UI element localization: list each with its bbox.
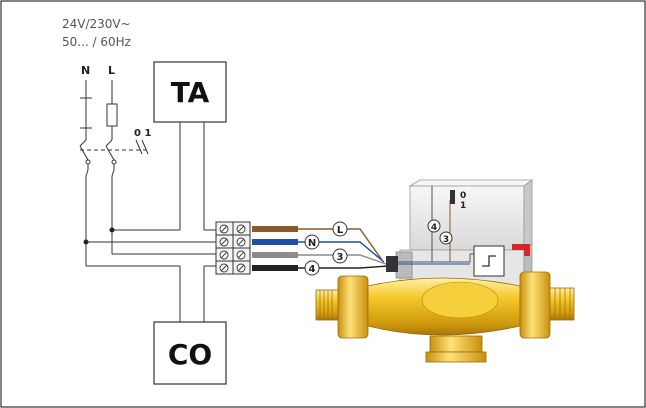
- neutral-supply-line: [79, 80, 181, 322]
- terminal-block: [215, 221, 251, 275]
- svg-text:N: N: [308, 238, 316, 249]
- supply-frequency: 50... / 60Hz: [62, 35, 131, 49]
- svg-text:3: 3: [443, 235, 449, 245]
- wire-line: [252, 226, 383, 261]
- boiler-label: CO: [168, 338, 212, 371]
- wire-tag-neutral: N: [304, 234, 320, 250]
- valve-body: [315, 271, 575, 363]
- wire-tag-line: L: [332, 221, 348, 237]
- line-supply-line: [105, 80, 118, 230]
- actuator-switch-on: 1: [460, 201, 466, 211]
- actuator-tag-4: 4: [427, 219, 441, 233]
- wire-3: [252, 252, 387, 265]
- wire-tag-3: 3: [332, 248, 348, 264]
- neutral-label: N: [81, 64, 90, 77]
- wire-tag-4: 4: [304, 260, 320, 276]
- thermostat-box: [153, 61, 227, 123]
- actuator-switch-off: 0: [460, 191, 466, 201]
- thermostat-label: TA: [171, 76, 210, 109]
- switch-label: 0 1: [134, 128, 151, 139]
- supply-voltage: 24V/230V~: [62, 17, 131, 31]
- junction-dot: [109, 227, 115, 233]
- svg-text:4: 4: [431, 223, 437, 233]
- control-wiring: [86, 122, 216, 322]
- actuator-tag-3: 3: [439, 231, 453, 245]
- svg-text:3: 3: [337, 252, 344, 263]
- line-label: L: [108, 64, 115, 77]
- boiler-box: [153, 321, 227, 385]
- junction-dot: [83, 239, 89, 245]
- svg-text:L: L: [337, 225, 344, 236]
- main-switch: [80, 139, 149, 155]
- svg-text:4: 4: [309, 264, 316, 275]
